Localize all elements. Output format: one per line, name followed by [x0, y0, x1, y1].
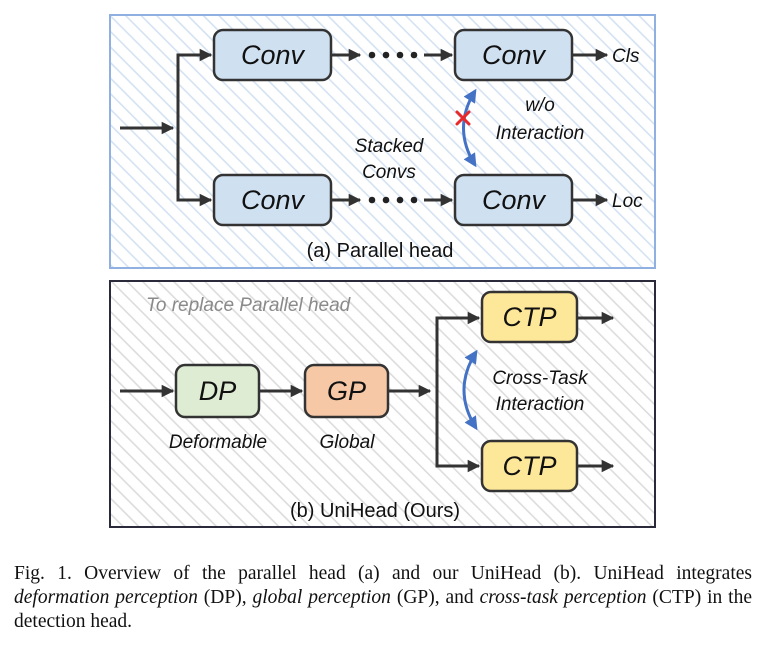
stacked-label-line1: Stacked	[355, 136, 425, 157]
panel-b-caption: (b) UniHead (Ours)	[290, 500, 460, 522]
panel-a-caption: (a) Parallel head	[307, 240, 454, 262]
panel-a: Conv Conv Cls Conv Conv Loc	[109, 14, 656, 269]
gp-label: GP	[327, 376, 366, 406]
interaction-curve-arrow-b	[462, 349, 478, 431]
unihead-diagram: Conv Conv Cls Conv Conv Loc	[109, 14, 656, 528]
ctp-label: CTP	[503, 451, 557, 481]
cross-task-label-line1: Cross-Task	[492, 368, 589, 389]
caption-text: (DP),	[197, 587, 253, 608]
deformable-label: Deformable	[169, 432, 267, 453]
cross-mark-icon	[455, 110, 471, 126]
caption-text: Fig. 1. Overview of the parallel head (a…	[14, 563, 752, 584]
conv-box-top-left: Conv	[212, 28, 333, 82]
gp-box: GP	[303, 363, 390, 419]
ctp-box-bottom: CTP	[480, 439, 579, 493]
caption-text: (GP), and	[390, 587, 480, 608]
dp-label: DP	[199, 376, 237, 406]
wo-label-line1: w/o	[525, 95, 555, 116]
conv-box-top-right: Conv	[453, 28, 574, 82]
dp-box: DP	[174, 363, 261, 419]
conv-box-bottom-left: Conv	[212, 173, 333, 227]
output-loc-label: Loc	[612, 191, 643, 212]
ctp-label: CTP	[503, 302, 557, 332]
conv-label: Conv	[241, 40, 306, 70]
figure-caption: Fig. 1. Overview of the parallel head (a…	[14, 562, 752, 634]
ctp-box-top: CTP	[480, 290, 579, 344]
dots-top	[368, 51, 418, 59]
panel-b: To replace Parallel head DP GP CTP CTP C…	[109, 280, 656, 528]
stacked-label-line2: Convs	[362, 162, 416, 183]
cross-task-label-line2: Interaction	[496, 394, 585, 415]
caption-text: (CTP) in the detection head.	[14, 587, 752, 632]
conv-label: Conv	[482, 40, 547, 70]
caption-gp-term: global perception	[252, 587, 391, 608]
conv-label: Conv	[482, 185, 547, 215]
replace-hint-label: To replace Parallel head	[146, 295, 352, 316]
caption-ctp-term: cross-task perception	[479, 587, 647, 608]
wo-label-line2: Interaction	[496, 123, 585, 144]
conv-label: Conv	[241, 185, 306, 215]
conv-box-bottom-right: Conv	[453, 173, 574, 227]
interaction-curve-arrow-a	[462, 88, 477, 168]
dots-bottom	[368, 196, 418, 204]
output-cls-label: Cls	[612, 46, 640, 67]
caption-dp-term: deformation perception	[14, 587, 198, 608]
global-label: Global	[320, 432, 376, 453]
